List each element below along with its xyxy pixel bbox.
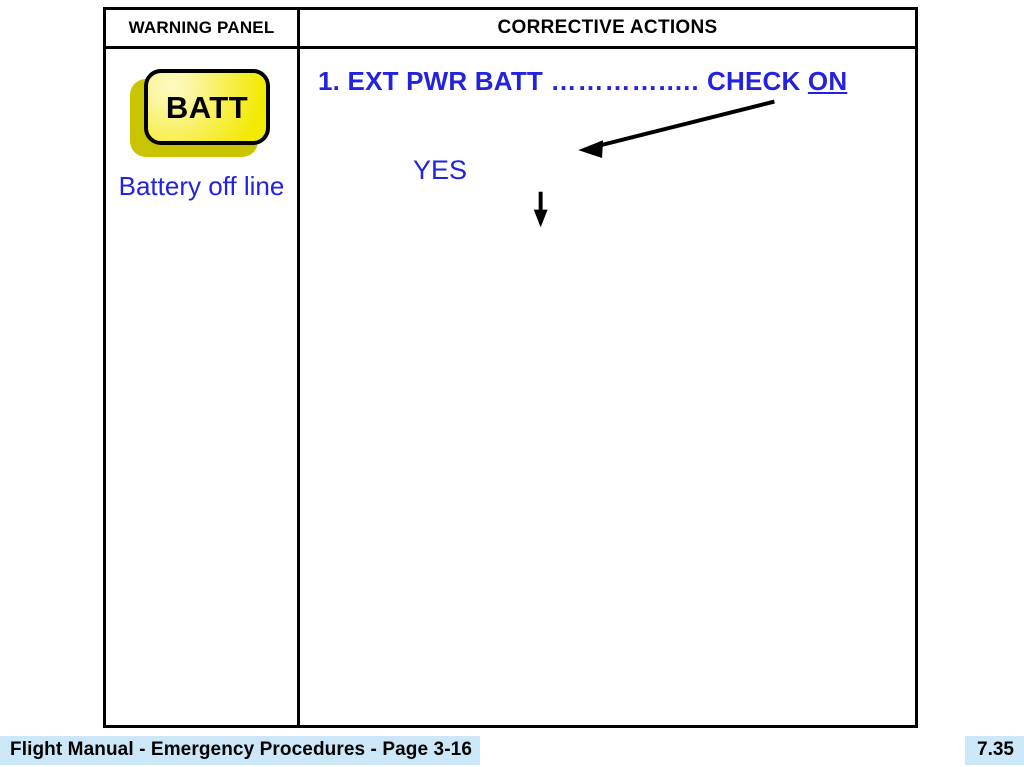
lamp-label: BATT <box>165 89 249 125</box>
warning-caption: Battery off line <box>118 171 285 201</box>
warning-panel-cell: BATT Battery off line <box>106 49 297 725</box>
column-header-warning-panel: WARNING PANEL <box>128 18 275 37</box>
arrow-pointing-down-left-icon <box>578 99 775 159</box>
step-item: EXT PWR BATT <box>347 66 543 96</box>
footer-source-text: Flight Manual - Emergency Procedures - P… <box>0 736 480 765</box>
table-header-row: WARNING PANEL CORRECTIVE ACTIONS <box>106 10 915 49</box>
step-action: CHECK <box>707 66 801 96</box>
arrow-pointing-down-icon <box>533 191 548 228</box>
corrective-action-step-1: 1. EXT PWR BATT …………..... CHECK ON <box>318 66 847 97</box>
table-body-row: BATT Battery off line 1. EXT PWR BATT ……… <box>106 49 915 725</box>
step-action-value: ON <box>807 66 848 96</box>
procedure-table: WARNING PANEL CORRECTIVE ACTIONS BATT Ba… <box>103 7 918 728</box>
footer-page-number: 7.35 <box>965 736 1024 765</box>
flow-arrows-layer <box>533 99 775 228</box>
branch-label-yes: YES <box>413 155 468 185</box>
lamp-face: BATT <box>144 69 270 145</box>
column-header-corrective-actions: CORRECTIVE ACTIONS <box>497 17 718 38</box>
dot-leader: …………..... <box>550 66 700 96</box>
step-number: 1. <box>318 66 341 96</box>
table-column-divider <box>297 10 300 725</box>
corrective-actions-cell: 1. EXT PWR BATT …………..... CHECK ON YES <box>300 49 915 725</box>
battery-warning-lamp-icon: BATT <box>130 69 274 161</box>
